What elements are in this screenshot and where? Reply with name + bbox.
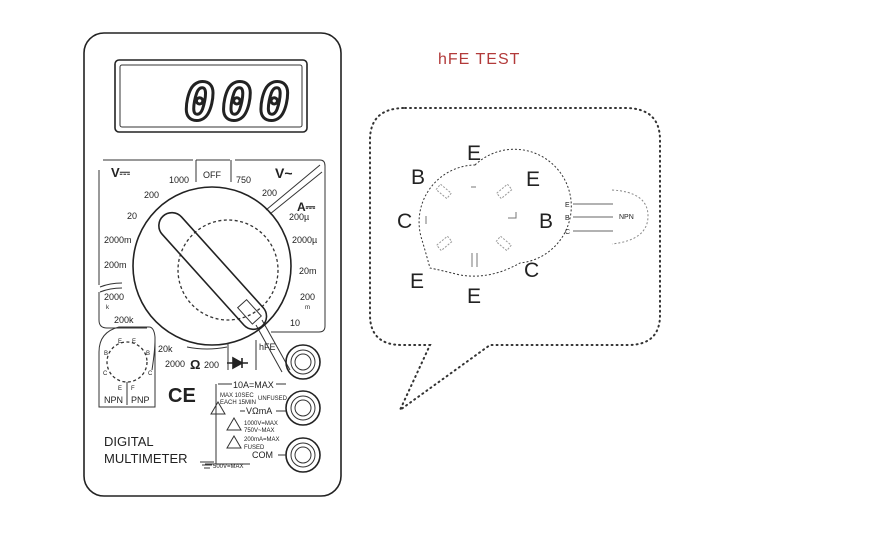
range-200vac: 200 <box>262 188 277 198</box>
jack-com[interactable] <box>285 437 321 473</box>
selector-knob[interactable] <box>153 207 271 334</box>
jack-10a-label: 10A=MAX <box>233 380 274 390</box>
npn-label: NPN <box>104 395 123 405</box>
lead-label: C <box>565 229 570 236</box>
range-1000v: 1000 <box>169 175 189 185</box>
socket-pin: E <box>132 339 136 345</box>
range-2000k-unit: k <box>106 305 110 311</box>
acv-header: V~ <box>275 165 293 181</box>
socket-label-bottom: E <box>467 285 481 308</box>
transistor-type-label: NPN <box>619 214 634 221</box>
lead-label: E <box>565 202 570 209</box>
socket-pin: E <box>118 386 122 392</box>
range-200k: 200k <box>114 315 134 325</box>
jack-vohm[interactable] <box>285 390 321 426</box>
socket-pin: B <box>146 351 150 357</box>
socket-label-lower-right: C <box>524 259 539 282</box>
range-200mv: 200m <box>104 260 127 270</box>
range-2000mv: 2000m <box>104 235 132 245</box>
range-200ma: 200 <box>300 292 315 302</box>
npn-transistor: E B C NPN <box>565 189 649 245</box>
range-200v: 200 <box>144 190 159 200</box>
range-2000k: 2000 <box>104 292 124 302</box>
dcv-header: V⎓ <box>111 165 131 180</box>
range-20v: 20 <box>127 211 137 221</box>
socket-pin: C <box>103 371 108 377</box>
range-200ma-unit: m <box>305 305 310 311</box>
ma-max-label: 200mA=MAX <box>244 437 280 443</box>
range-20ma: 20m <box>299 266 317 276</box>
off-label: OFF <box>203 170 221 180</box>
com-max-label: 500V=MAX <box>213 464 244 470</box>
v-ac-max-label: 750V~MAX <box>244 428 275 434</box>
socket-label-upper-left: B <box>411 166 425 189</box>
hfe-socket[interactable]: E E B B C C E F NPN PNP <box>98 326 156 408</box>
lead-label: B <box>565 215 570 222</box>
hfe-socket-enlarged: E B E C B E E C <box>397 142 572 308</box>
socket-pin: B <box>104 351 108 357</box>
range-2000ua: 2000µ <box>292 235 317 245</box>
unfused-label: UNFUSED <box>258 396 288 402</box>
fused-label: FUSED <box>244 445 265 451</box>
warning-icon <box>210 401 242 449</box>
range-200ohm: 200 <box>204 360 219 370</box>
range-20k: 20k <box>158 344 173 354</box>
jack-vohm-label: VΩmA <box>246 406 272 416</box>
range-200ua: 200µ <box>289 212 309 222</box>
hfe-test-title: hFE TEST <box>438 51 520 68</box>
jack-10a-note2: EACH 15MIN <box>220 400 256 406</box>
socket-label-right: B <box>539 210 553 233</box>
multimeter: 000 V⎓ V~ A⎓ OFF 1000 200 20 2000m 200m <box>83 32 342 497</box>
callout-bubble <box>369 107 661 414</box>
range-750vac: 750 <box>236 175 251 185</box>
jack-com-label: COM <box>252 450 273 460</box>
ohm-symbol: Ω <box>190 357 200 372</box>
ce-mark: CE <box>168 385 196 407</box>
socket-label-left: C <box>397 210 412 233</box>
jack-10a-note: MAX 10SEC <box>220 393 254 399</box>
input-jacks: 10A=MAX MAX 10SEC EACH 15MIN UNFUSED VΩm… <box>200 344 321 473</box>
diode-icon <box>227 356 248 370</box>
socket-label-top: E <box>467 142 481 165</box>
range-hfe: hFE <box>259 342 276 352</box>
jack-10a[interactable] <box>285 344 321 380</box>
pnp-label: PNP <box>131 395 150 405</box>
range-2000ohm: 2000 <box>165 359 185 369</box>
socket-pin: F <box>131 386 135 392</box>
socket-pin: E <box>118 339 122 345</box>
dca-header: A⎓ <box>297 200 316 214</box>
range-10a: 10 <box>290 318 300 328</box>
socket-label-lower-left: E <box>410 270 424 293</box>
v-dc-max-label: 1000V=MAX <box>244 421 278 427</box>
brand-line-1: DIGITAL <box>104 434 154 449</box>
socket-pin: C <box>148 371 153 377</box>
socket-label-upper-right: E <box>526 168 540 191</box>
lcd-display <box>114 59 308 133</box>
brand-line-2: MULTIMETER <box>104 451 188 466</box>
lcd-reading: 000 <box>184 73 296 133</box>
